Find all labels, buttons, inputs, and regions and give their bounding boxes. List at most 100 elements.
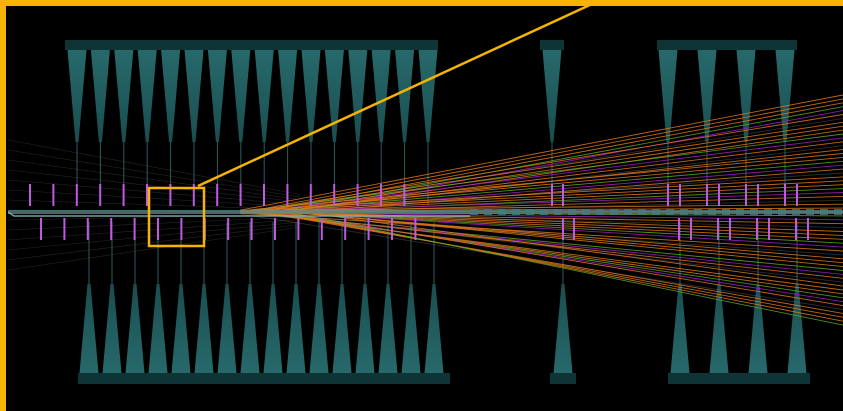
electrode-bottom	[240, 284, 260, 373]
electrode-top	[207, 50, 227, 142]
trajectory-line	[251, 156, 843, 212]
electrode-bottom	[787, 284, 807, 373]
electrode-top	[324, 50, 344, 142]
trajectory-line	[251, 210, 843, 236]
bottom-rail	[78, 373, 810, 384]
trajectory-line	[239, 94, 843, 211]
beam-segment	[582, 209, 590, 215]
beam-segment	[554, 209, 562, 215]
electrode-top	[184, 50, 204, 142]
particle-trajectories	[7, 94, 843, 326]
electrode-bottom	[263, 284, 283, 373]
trajectory-line	[239, 133, 843, 213]
electrode-bottom	[355, 284, 375, 373]
trajectory-line	[275, 212, 843, 303]
beam-segment	[526, 209, 534, 215]
beam-segment	[750, 209, 758, 215]
trajectory-line	[263, 210, 843, 318]
top-rail	[65, 40, 797, 50]
trajectory-line	[287, 211, 843, 326]
beam-segment	[708, 209, 716, 215]
electrode-bottom	[748, 284, 768, 373]
electrode-top	[418, 50, 438, 142]
beam-segment	[792, 209, 800, 215]
beam-segment	[568, 209, 576, 215]
electrode-top	[395, 50, 415, 142]
electrode-top	[137, 50, 157, 142]
trajectory-line	[239, 212, 843, 252]
beam-segment	[498, 209, 506, 215]
electrode-top	[348, 50, 368, 142]
trajectory-line	[275, 184, 843, 212]
beam-segment	[596, 209, 604, 215]
electrode-bottom	[553, 284, 573, 373]
electrode-bottom	[102, 284, 122, 373]
electrode-top	[67, 50, 87, 142]
trajectory-line	[7, 169, 301, 203]
gap-markers	[29, 184, 809, 240]
electrode-bottom	[79, 284, 99, 373]
beam-segment	[834, 209, 842, 215]
electrode-bottom	[194, 284, 214, 373]
trajectory-line	[7, 149, 301, 198]
electrode-top	[90, 50, 110, 142]
electrode-top	[301, 50, 321, 142]
electrode-top	[697, 50, 717, 142]
electrode-bottom	[670, 284, 690, 373]
trajectory-line	[7, 159, 301, 200]
beam-segment	[736, 209, 744, 215]
trajectory-line	[287, 212, 843, 307]
electrode-bottom	[286, 284, 306, 373]
electrode-bottom	[332, 284, 352, 373]
beam-segment	[806, 209, 814, 215]
trajectory-line	[275, 125, 843, 212]
electrode-bottom	[424, 284, 444, 373]
electrode-top	[114, 50, 134, 142]
beam-segment	[778, 209, 786, 215]
electrode-bottom	[171, 284, 191, 373]
beam-segment	[764, 209, 772, 215]
beam-segment	[722, 209, 730, 215]
electrode-top	[542, 50, 562, 142]
zoom-leader-line	[197, 0, 604, 188]
electrode-top	[278, 50, 298, 142]
beam-segment	[610, 209, 618, 215]
beam-segment	[624, 209, 632, 215]
trajectory-line	[287, 212, 843, 248]
top-electrode-array	[67, 50, 795, 142]
trajectory-line	[7, 179, 301, 205]
electrode-bottom	[709, 284, 729, 373]
electrode-top	[658, 50, 678, 142]
zoom-selection-box[interactable]	[147, 186, 206, 248]
trajectory-line	[251, 209, 843, 314]
electrode-top	[161, 50, 181, 142]
trajectory-line	[239, 153, 843, 212]
beam-segment	[540, 209, 548, 215]
electrode-top	[736, 50, 756, 142]
electrode-bottom	[217, 284, 237, 373]
trajectory-line	[263, 160, 843, 213]
trajectory-line	[287, 210, 843, 268]
trajectory-line	[251, 176, 843, 211]
trajectory-line	[7, 189, 301, 208]
beam-segment	[666, 209, 674, 215]
electrode-top	[775, 50, 795, 142]
trajectory-line	[263, 212, 843, 279]
trajectory-line	[275, 203, 843, 211]
trajectory-line	[287, 209, 843, 287]
beam-axis	[7, 209, 843, 217]
trajectory-line	[251, 98, 843, 212]
electrode-bottom	[125, 284, 145, 373]
beam-segment	[680, 209, 688, 215]
trajectory-line	[263, 121, 843, 211]
beam-segment	[820, 209, 828, 215]
trajectory-line	[275, 213, 843, 283]
electrode-bottom	[378, 284, 398, 373]
beam-ripple	[7, 211, 470, 217]
electrode-bottom	[148, 284, 168, 373]
trajectory-line	[239, 114, 843, 214]
trajectory-line	[7, 139, 301, 195]
trajectory-line	[275, 164, 843, 214]
